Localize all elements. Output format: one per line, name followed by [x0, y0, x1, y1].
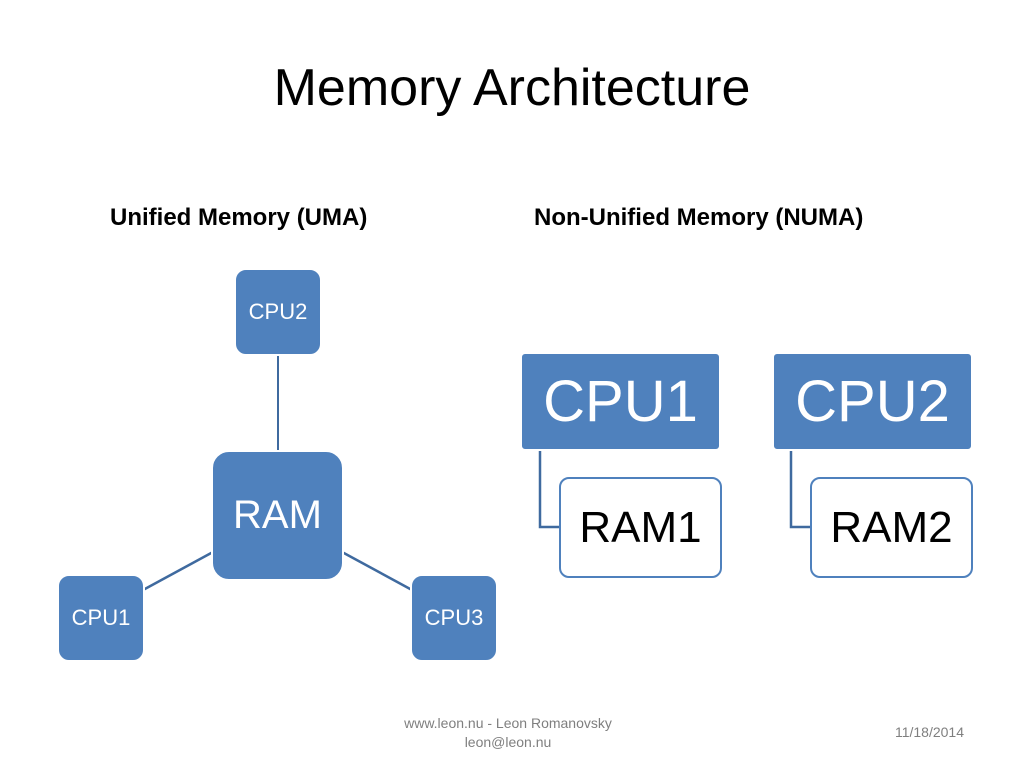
uma-cpu1-label: CPU1 [71, 605, 131, 630]
footer-date: 11/18/2014 [894, 724, 964, 740]
uma-cpu3-node: CPU3 [410, 574, 498, 662]
footer-credit: www.leon.nu - Leon Romanovsky leon@leon.… [370, 714, 646, 752]
numa-cpu1-label: CPU1 [543, 369, 698, 434]
uma-connector-ram-cpu3 [341, 550, 413, 592]
numa-ram2-label: RAM2 [830, 502, 953, 552]
numa-heading: Non-Unified Memory (NUMA) [534, 204, 864, 231]
uma-cpu2-node: CPU2 [234, 268, 322, 356]
numa-cpu2-label: CPU2 [795, 369, 950, 434]
numa-connector-cpu2-ram2 [789, 451, 810, 529]
uma-ram-label: RAM [233, 493, 322, 537]
uma-cpu3-label: CPU3 [424, 605, 484, 630]
uma-cpu1-node: CPU1 [57, 574, 145, 662]
numa-ram1-label: RAM1 [579, 502, 702, 552]
uma-ram-node: RAM [211, 450, 344, 581]
numa-cpu1-node: CPU1 [520, 352, 721, 451]
uma-connector-ram-cpu1 [142, 550, 214, 592]
uma-cpu2-label: CPU2 [248, 299, 308, 324]
numa-connector-cpu1-ram1 [538, 451, 559, 529]
slide-title: Memory Architecture [273, 59, 751, 117]
numa-cpu2-node: CPU2 [772, 352, 973, 451]
footer-email-line: leon@leon.nu [464, 734, 552, 750]
uma-heading: Unified Memory (UMA) [110, 204, 368, 231]
numa-ram2-node: RAM2 [810, 477, 973, 578]
footer-site-line: www.leon.nu - Leon Romanovsky [404, 715, 612, 731]
numa-ram1-node: RAM1 [559, 477, 722, 578]
